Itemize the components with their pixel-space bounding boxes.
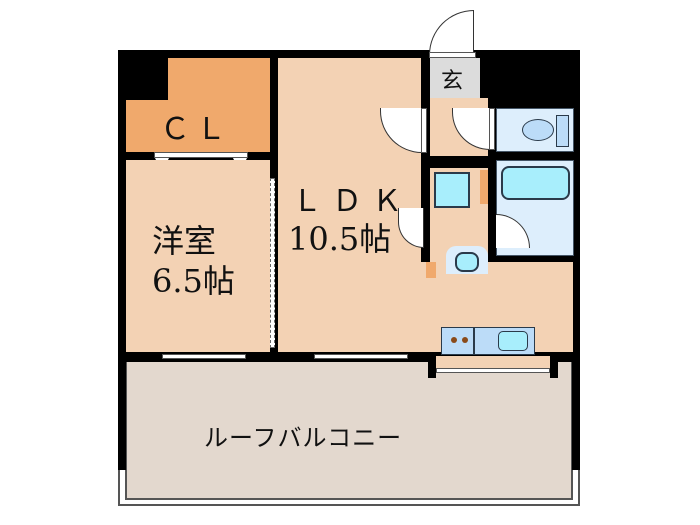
storage-small [426, 262, 436, 278]
entrance-label: 玄 [441, 69, 464, 94]
toilet-door-frame [489, 108, 495, 150]
washing-machine-icon [434, 172, 470, 208]
washroom-shelf [480, 170, 488, 204]
western-room [126, 160, 270, 352]
front-door-icon[interactable] [429, 10, 474, 55]
ldk-window[interactable] [314, 354, 408, 359]
kitchen-bay-wall [550, 356, 558, 378]
western-room-sliding-door[interactable] [270, 178, 275, 348]
ldk-size: 10.5帖 [288, 220, 392, 258]
washbasin-icon [455, 252, 479, 272]
ldk-name: ＬＤＫ [292, 184, 412, 219]
closet-upper [168, 58, 270, 102]
kitchen-window[interactable] [436, 368, 550, 373]
stove-burner-icon [462, 337, 468, 343]
ldk [278, 58, 421, 352]
balcony-left-wall [118, 358, 126, 470]
kitchen-bay [436, 356, 550, 368]
toilet-tank-icon [556, 115, 569, 147]
front-door-threshold [429, 52, 476, 58]
roof-balcony [125, 362, 573, 500]
toilet-bowl-icon [522, 119, 554, 141]
kitchen-sink-icon [498, 331, 528, 351]
ldk-door-frame [421, 108, 427, 153]
western-room-window[interactable] [162, 354, 246, 359]
closet-door-rail [154, 152, 248, 158]
roof-balcony-label: ルーフバルコニー [204, 424, 403, 452]
entrance [430, 58, 480, 98]
closet-label: ＣＬ [160, 112, 232, 147]
bathtub-icon [501, 166, 570, 200]
kitchen-divider [473, 327, 475, 355]
closet [126, 100, 270, 152]
kitchen-bay-wall [428, 356, 436, 378]
western-room-size: 6.5帖 [152, 262, 235, 300]
stove-burner-icon [451, 337, 457, 343]
balcony-right-wall [572, 358, 580, 470]
western-room-name: 洋室 [152, 222, 217, 260]
